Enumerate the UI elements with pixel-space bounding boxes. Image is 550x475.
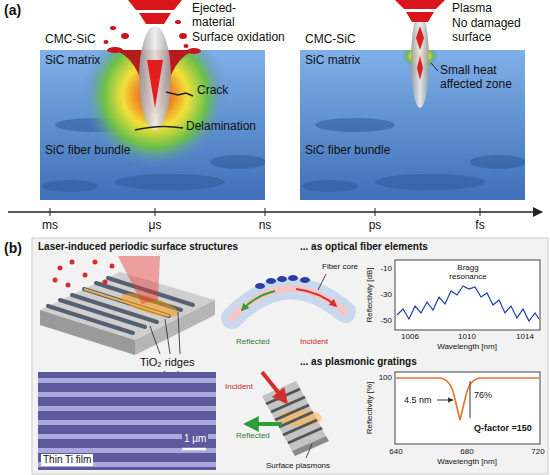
axis-title: Wavelength [nm] [437, 457, 497, 466]
sem-image [38, 372, 216, 470]
section-title: ... as plasmonic gratings [300, 356, 417, 368]
axis-tick-label: -30 [380, 290, 392, 299]
material-label: CMC-SiC [305, 33, 356, 47]
ridges [48, 278, 193, 333]
oxidation [187, 48, 201, 54]
optical-fiber [232, 274, 345, 318]
callout-label: Plasma [452, 2, 492, 16]
dimension-line [470, 381, 471, 418]
ablated-particles [53, 260, 115, 288]
oxidation [107, 47, 123, 53]
material-label: CMC-SiC [45, 33, 96, 47]
beam-label: Incident [300, 337, 328, 346]
q-factor-label: Q-factor =150 [474, 423, 532, 433]
callout-label: Fiber core [322, 262, 358, 271]
material-label: SiC matrix [45, 54, 100, 68]
axis-tick-label: 1006 [401, 332, 419, 341]
time-axis [8, 208, 542, 216]
crack-line [166, 92, 193, 96]
plasma-mark [416, 26, 424, 50]
axis-tick-label: ms [42, 219, 58, 233]
plasmonic-grating [246, 372, 329, 458]
panel-ground [32, 238, 548, 474]
dimension-arrow [437, 400, 453, 401]
laser-beam [139, 26, 171, 130]
long-pulse-block [40, 0, 266, 200]
laser-beam [118, 256, 160, 304]
scale-label: 1 μm [182, 433, 208, 445]
leader-line [431, 63, 438, 71]
callout-label: No damaged surface [452, 17, 537, 45]
beam-tip [147, 60, 163, 108]
axis-tick-label: ns [259, 219, 272, 233]
callout-label: TiO₂ ridges [140, 356, 195, 369]
axis-tick-label: 680 [460, 447, 473, 456]
axis-title: Wavelength [nm] [437, 342, 497, 351]
axis-title: Reflectivity [dB] [365, 267, 374, 322]
laser-cone [128, 0, 182, 10]
bragg-grating [255, 275, 310, 289]
bragg-chart [395, 260, 540, 330]
beam-label: Incident [225, 382, 253, 391]
callout-label: Surface plasmons [266, 461, 330, 470]
material-label: SiC matrix [305, 54, 360, 68]
laser-beam [411, 12, 429, 108]
material-label: SiC fiber bundle [305, 144, 390, 158]
plasmon-chart [395, 372, 540, 444]
fiber-bundles [42, 50, 265, 192]
leader-line [318, 274, 326, 290]
lipss-slab [40, 256, 215, 381]
axis-tick-label: 1010 [458, 332, 476, 341]
axis-tick-label: μs [149, 219, 162, 233]
dimension-label: 76% [474, 390, 492, 400]
dimension-label: 4.5 nm [404, 395, 432, 405]
laser-cone [395, 0, 445, 9]
leader-lines [150, 312, 180, 381]
beam-label: Reflected [236, 431, 270, 440]
leader-line [306, 444, 312, 458]
axis-tick-label: fs [475, 219, 484, 233]
callout-label: Surface oxidation [192, 31, 285, 45]
callout-label: Crack [197, 84, 228, 98]
axis-tick-label: 720 [531, 447, 544, 456]
laser-cone [406, 12, 434, 22]
section-title: Laser-induced periodic surface structure… [38, 241, 238, 253]
plasma-mark [417, 56, 423, 80]
scale-bar [182, 448, 206, 451]
callout-label: Ejected-material [192, 2, 254, 30]
panel-letter: (b) [4, 240, 22, 256]
axis-title: Reflectivity [%] [365, 382, 374, 434]
callout-label: Delamination [186, 120, 256, 134]
axis-tick-label: -50 [380, 316, 392, 325]
laser-cone [139, 13, 171, 24]
axis-tick-label: 100 [379, 373, 392, 382]
panel-letter: (a) [4, 2, 21, 18]
section-title: ... as optical fiber elements [300, 241, 428, 253]
axis-tick-label: 640 [389, 447, 402, 456]
axis-tick-label: -10 [380, 264, 392, 273]
image-caption: Thin Ti film [41, 454, 93, 466]
axis-tick-label: ps [369, 219, 382, 233]
beam-label: Reflected [236, 337, 270, 346]
callout-label: Small heat affected zone [440, 64, 524, 92]
material-label: SiC fiber bundle [45, 144, 130, 158]
peak-label: Bragg resonance [442, 263, 494, 281]
delamination-line [135, 126, 183, 130]
axis-tick-label: 1014 [516, 332, 534, 341]
